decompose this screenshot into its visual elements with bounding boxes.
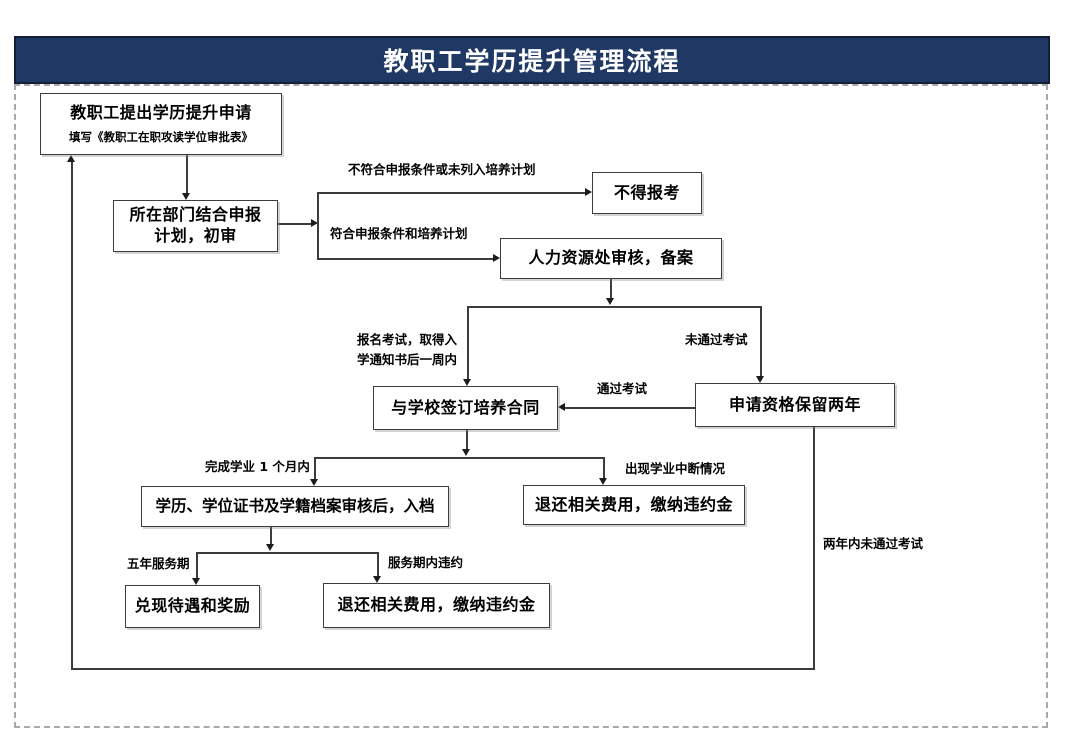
- arrowhead-into-reward: [192, 578, 200, 585]
- connector-split3-reward: [196, 552, 198, 578]
- edge-label-within-month: 完成学业 1 个月内: [205, 459, 310, 474]
- node-apply-title: 教职工提出学历提升申请: [70, 103, 252, 123]
- arrowhead-into-refund-mid: [599, 478, 607, 485]
- node-reserve-qualification: 申请资格保留两年: [695, 383, 895, 427]
- edge-label-fail-two-years: 两年内未通过考试: [823, 536, 924, 551]
- connector-split1-reserve: [760, 306, 762, 376]
- diagram-dashed-border: [14, 84, 1048, 728]
- node-refund-breach: 退还相关费用，缴纳违约金: [323, 583, 550, 628]
- node-dept-review-line2: 计划，初审: [154, 226, 237, 245]
- edge-label-pass-exam: 通过考试: [597, 381, 648, 396]
- loop-right-vertical: [813, 427, 815, 669]
- node-refund-interrupted: 退还相关费用，缴纳违约金: [523, 485, 745, 525]
- node-reward: 兑现待遇和奖励: [125, 585, 260, 628]
- edge-label-five-year: 五年服务期: [127, 556, 190, 571]
- edge-label-not-qualified: 不符合申报条件或未列入培养计划: [348, 162, 536, 177]
- node-dept-review: 所在部门结合申报 计划，初审: [113, 200, 278, 252]
- connector-split2-archive: [314, 457, 316, 479]
- connector-dept-fork: [278, 223, 311, 225]
- node-hr-review-title: 人力资源处审核，备案: [528, 248, 694, 268]
- fork-vertical: [317, 192, 319, 259]
- node-dept-review-line1: 所在部门结合申报: [129, 205, 262, 225]
- connector-fork-hr: [317, 258, 493, 260]
- arrowhead-into-split2: [462, 449, 470, 456]
- split3-horizontal: [196, 552, 378, 554]
- node-reward-title: 兑现待遇和奖励: [134, 596, 251, 616]
- arrowhead-into-refund-bottom: [373, 576, 381, 583]
- connector-split3-refund-bottom: [377, 552, 379, 576]
- node-refund-breach-title: 退还相关费用，缴纳违约金: [337, 595, 536, 615]
- connector-archive-split: [270, 527, 272, 544]
- node-archive-title: 学历、学位证书及学籍档案审核后，入档: [155, 497, 435, 516]
- arrowhead-into-fork: [311, 219, 318, 227]
- node-archive: 学历、学位证书及学籍档案审核后，入档: [141, 486, 449, 527]
- node-no-apply-title: 不得报考: [613, 182, 680, 202]
- node-sign-contract-title: 与学校签订培养合同: [391, 397, 540, 417]
- arrowhead-into-hr: [493, 254, 500, 262]
- connector-hr-split: [610, 279, 612, 298]
- arrowhead-into-split1: [606, 298, 614, 305]
- split2-horizontal: [314, 457, 604, 459]
- node-apply: 教职工提出学历提升申请 填写《教职工在职攻读学位审批表》: [40, 93, 282, 155]
- arrowhead-into-dept: [182, 193, 190, 200]
- edge-label-interrupted: 出现学业中断情况: [625, 461, 726, 476]
- edge-label-fail-exam: 未通过考试: [685, 332, 748, 347]
- arrowhead-into-reserve: [756, 376, 764, 383]
- page-title-bar: 教职工学历提升管理流程: [14, 36, 1050, 84]
- connector-split1-contract: [467, 306, 469, 379]
- arrowhead-into-contract-right: [558, 403, 565, 411]
- split1-horizontal: [467, 306, 761, 308]
- connector-fork-noapply: [317, 192, 585, 194]
- edge-label-qualified: 符合申报条件和培养计划: [330, 226, 468, 241]
- edge-label-register-exam-line2: 学通知书后一周内: [357, 352, 458, 367]
- edge-label-register-exam-line1: 报名考试，取得入: [357, 332, 458, 347]
- node-hr-review: 人力资源处审核，备案: [500, 238, 722, 279]
- edge-label-breach: 服务期内违约: [388, 555, 464, 570]
- connector-apply-dept: [186, 155, 188, 193]
- connector-reserve-contract: [565, 407, 695, 409]
- arrowhead-into-apply: [67, 155, 75, 162]
- loop-bottom-horizontal: [71, 668, 815, 670]
- arrowhead-into-noapply: [585, 188, 592, 196]
- node-refund-interrupted-title: 退还相关费用，缴纳违约金: [534, 494, 733, 514]
- arrowhead-into-split3: [266, 544, 274, 551]
- page-title: 教职工学历提升管理流程: [383, 47, 681, 76]
- arrowhead-into-contract: [463, 379, 471, 386]
- arrowhead-into-archive: [310, 479, 318, 486]
- loop-left-vertical: [71, 160, 73, 669]
- edge-label-register-exam: 报名考试，取得入 学通知书后一周内: [357, 330, 457, 370]
- connector-contract-split: [466, 430, 468, 449]
- node-apply-subtitle: 填写《教职工在职攻读学位审批表》: [69, 129, 253, 144]
- node-no-apply: 不得报考: [592, 172, 702, 214]
- connector-split2-refund-mid: [603, 457, 605, 478]
- node-reserve-title: 申请资格保留两年: [728, 394, 861, 414]
- node-sign-contract: 与学校签订培养合同: [373, 386, 558, 430]
